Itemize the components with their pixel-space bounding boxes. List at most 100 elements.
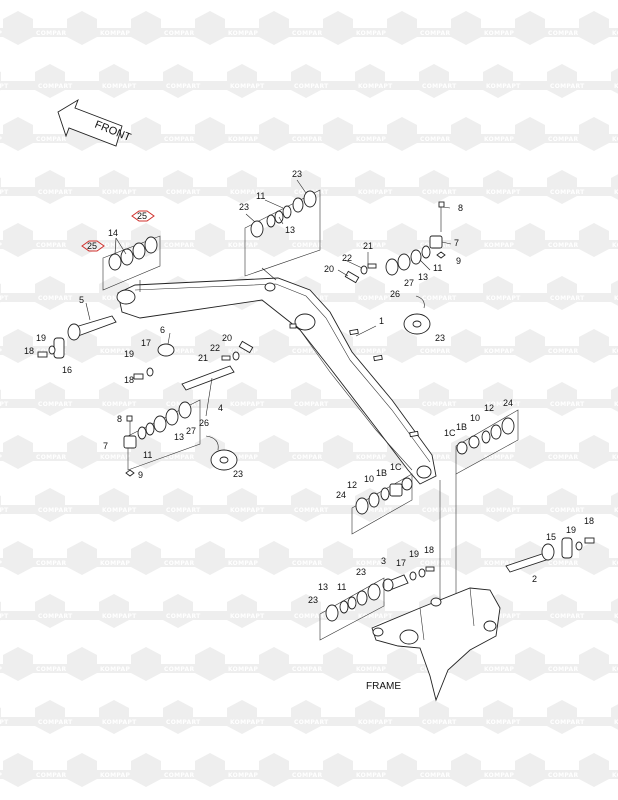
svg-text:KOMPAPT: KOMPAPT xyxy=(484,242,519,249)
callout: 18 xyxy=(584,516,594,526)
watermark-tile: COMPART xyxy=(130,647,199,681)
callout: 18 xyxy=(24,346,34,356)
watermark-tile: KOMPAPT xyxy=(354,170,418,204)
svg-text:KOMPAPT: KOMPAPT xyxy=(102,189,137,196)
callout: 11 xyxy=(337,582,346,592)
svg-text:COMPART: COMPART xyxy=(166,83,201,90)
svg-text:COMPART: COMPART xyxy=(164,666,199,673)
svg-text:KOMPAPT: KOMPAPT xyxy=(356,30,391,37)
svg-text:KOMPAPT: KOMPAPT xyxy=(102,613,137,620)
callout: 24 xyxy=(336,490,346,500)
svg-text:COMPART: COMPART xyxy=(550,719,585,726)
watermark-tile: COMPART xyxy=(34,594,98,628)
watermark-tile: KOMPAPT xyxy=(0,177,34,197)
svg-text:KOMPAPT: KOMPAPT xyxy=(614,295,618,302)
svg-text:COMPART: COMPART xyxy=(420,454,455,461)
svg-text:KOMPAPT: KOMPAPT xyxy=(358,295,393,302)
callout: 18 xyxy=(424,545,434,555)
svg-text:KOMPAPT: KOMPAPT xyxy=(614,401,618,408)
watermark-tile: COMPART xyxy=(386,11,455,45)
watermark-tile: KOMPAPT xyxy=(226,594,290,628)
callout: 1 xyxy=(379,316,384,326)
svg-text:COMPART: COMPART xyxy=(548,772,583,779)
watermark-tile: KOMPAPT xyxy=(66,753,135,787)
svg-text:KOMPAPT: KOMPAPT xyxy=(612,560,618,567)
svg-text:COMPART: COMPART xyxy=(164,242,199,249)
callout: 21 xyxy=(198,353,208,363)
watermark-tile: COMPART xyxy=(34,700,98,734)
svg-text:KOMPAPT: KOMPAPT xyxy=(612,454,618,461)
watermark-tile: KOMPAPT xyxy=(450,753,519,787)
callout: 20 xyxy=(324,264,334,274)
watermark-tile: KOMPAPT xyxy=(482,170,546,204)
watermark-tile: KOMPAPT xyxy=(610,386,618,412)
svg-text:COMPART: COMPART xyxy=(548,454,583,461)
watermark-layer: KOMPAPTCOMPARTKOMPAPTCOMPARTKOMPAPTCOMPA… xyxy=(0,11,618,787)
watermark-tile: COMPART xyxy=(258,541,327,575)
washer-group-upper-right xyxy=(385,201,446,335)
svg-text:COMPART: COMPART xyxy=(422,83,457,90)
watermark-tile: COMPART xyxy=(2,117,71,151)
callout: 5 xyxy=(79,295,84,305)
callout: 27 xyxy=(404,278,414,288)
svg-text:KOMPAPT: KOMPAPT xyxy=(230,613,265,620)
callout: 24 xyxy=(503,398,513,408)
watermark-tile: KOMPAPT xyxy=(0,389,34,409)
watermark-tile: COMPART xyxy=(130,753,199,787)
watermark-tile: COMPART xyxy=(34,64,98,98)
watermark-tile: COMPART xyxy=(546,64,610,98)
watermark-tile: KOMPAPT xyxy=(0,707,34,727)
svg-text:KOMPAPT: KOMPAPT xyxy=(100,454,135,461)
svg-text:COMPART: COMPART xyxy=(294,401,329,408)
watermark-tile: KOMPAPT xyxy=(0,283,34,303)
svg-text:KOMPAPT: KOMPAPT xyxy=(0,83,9,90)
svg-text:COMPART: COMPART xyxy=(38,719,73,726)
svg-text:KOMPAPT: KOMPAPT xyxy=(486,83,521,90)
callout: 3 xyxy=(381,556,386,566)
callout: 7 xyxy=(454,238,459,248)
svg-text:KOMPAPT: KOMPAPT xyxy=(0,719,9,726)
svg-text:COMPART: COMPART xyxy=(292,666,327,673)
callout: 1C xyxy=(390,462,402,472)
callout: 25 xyxy=(87,241,97,251)
watermark-tile: KOMPAPT xyxy=(0,71,34,91)
watermark-tile: KOMPAPT xyxy=(578,329,618,363)
callout: 10 xyxy=(470,413,480,423)
svg-text:KOMPAPT: KOMPAPT xyxy=(228,348,263,355)
svg-text:KOMPAPT: KOMPAPT xyxy=(486,719,521,726)
watermark-tile: KOMPAPT xyxy=(578,541,618,575)
svg-text:KOMPAPT: KOMPAPT xyxy=(614,719,618,726)
watermark-tile: COMPART xyxy=(162,488,226,522)
svg-text:KOMPAPT: KOMPAPT xyxy=(612,30,618,37)
callout: 11 xyxy=(433,263,442,273)
watermark-tile: KOMPAPT xyxy=(610,174,618,200)
washer-group-lower-left xyxy=(123,399,238,477)
callout: 10 xyxy=(364,474,374,484)
svg-text:KOMPAPT: KOMPAPT xyxy=(0,401,9,408)
callout: 23 xyxy=(292,169,302,179)
callout: 12 xyxy=(484,403,494,413)
svg-text:COMPART: COMPART xyxy=(548,30,583,37)
watermark-tile: KOMPAPT xyxy=(610,68,618,94)
callout: 11 xyxy=(256,191,265,201)
watermark-tile: KOMPAPT xyxy=(482,64,546,98)
svg-text:KOMPAPT: KOMPAPT xyxy=(614,507,618,514)
callout: 1B xyxy=(376,468,387,478)
svg-text:KOMPAPT: KOMPAPT xyxy=(102,401,137,408)
svg-text:KOMPAPT: KOMPAPT xyxy=(356,348,391,355)
watermark-tile: KOMPAPT xyxy=(194,753,263,787)
watermark-tile: KOMPAPT xyxy=(194,541,263,575)
svg-text:COMPART: COMPART xyxy=(36,666,71,673)
svg-text:KOMPAPT: KOMPAPT xyxy=(102,507,137,514)
svg-text:KOMPAPT: KOMPAPT xyxy=(486,613,521,620)
watermark-tile: COMPART xyxy=(34,276,98,310)
pin-group-lower-right xyxy=(505,537,595,573)
watermark-tile: KOMPAPT xyxy=(98,170,162,204)
washer-group-boom-foot xyxy=(351,409,519,600)
svg-text:KOMPAPT: KOMPAPT xyxy=(102,83,137,90)
svg-text:KOMPAPT: KOMPAPT xyxy=(358,507,393,514)
callout: 23 xyxy=(239,202,249,212)
callout: 16 xyxy=(62,365,72,375)
watermark-tile: KOMPAPT xyxy=(194,647,263,681)
